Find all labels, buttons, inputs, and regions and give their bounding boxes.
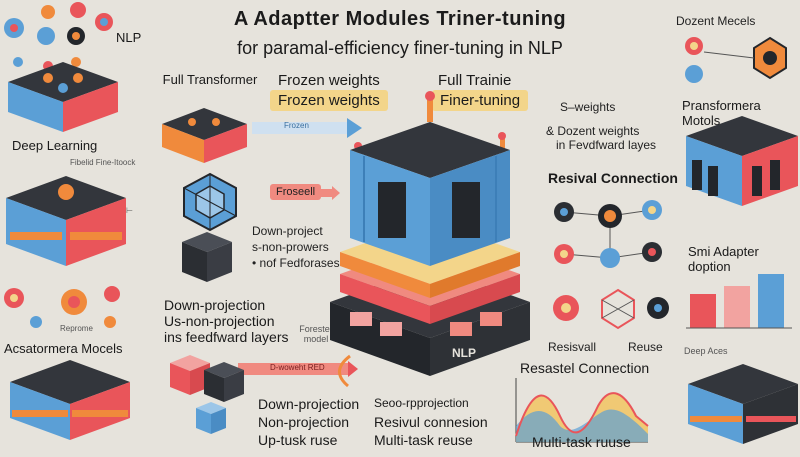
bottom-col1-item-2: Non-projection [258, 414, 350, 430]
frozen-weights-label-1: Frozen weights [278, 72, 380, 89]
frozen-weights-label-2: Frozen weights [270, 90, 388, 111]
cube-nlp-label: NLP [452, 346, 476, 360]
smi-adapter-label: Smi Adapter doption [688, 244, 759, 274]
us-non-projection-label: Us-non-projection [164, 313, 275, 329]
frozen-bar-label: D-woweht RED [270, 363, 325, 372]
hex-wireframe-icon [183, 172, 237, 232]
title-line-2: for paramal-efficiency finer-tuning in N… [237, 38, 563, 58]
title-line-1: A Adaptter Modules Triner-tuning [233, 8, 567, 30]
multi-task-label: Multi-task ruuse [532, 434, 631, 450]
small-cube-red [170, 355, 210, 395]
right-cube-1 [686, 116, 798, 206]
feedforward-layers-label: in Fevdfward layes [556, 138, 657, 152]
frosell-pill: Froseell [270, 184, 322, 200]
resisvall-label: Resisvall [548, 340, 597, 354]
small-cube-dark [204, 362, 244, 402]
reuse-label: Reuse [628, 340, 663, 354]
deep-learning-label: Deep Learning [12, 138, 98, 153]
non-prowers-label: s-non-prowers [252, 240, 329, 254]
full-trainie-label: Full Trainie [438, 72, 512, 89]
dozent-weights-label: & Dozent weights [546, 124, 640, 138]
finer-tuning-label: Finer-tuning [432, 90, 529, 111]
residual-connection-label: Resival Connection [548, 170, 678, 186]
down-projection-label: Down-projection [164, 297, 266, 313]
frozen-bar-arrow [238, 361, 358, 377]
transformers-models-label: Acsatormera Mocels [4, 341, 123, 356]
bottom-col2-item-1: Seoo-rpprojection [374, 396, 469, 410]
left-cube-2 [6, 176, 126, 266]
dark-cube-icon [182, 232, 232, 282]
dozen-models-label: Dozent Mecels [676, 14, 756, 28]
frozen-arrow-label: Frozen [284, 121, 309, 130]
nlp-label: NLP [116, 30, 142, 45]
weights-label: S–weights [560, 100, 616, 114]
bottom-col2-item-3: Multi-task reuse [374, 432, 473, 448]
feedforases-label: • nof Fedforases [252, 256, 340, 270]
reprome-label: Reprome [60, 324, 93, 333]
wave-plot [515, 378, 649, 443]
small-cube-top [162, 108, 247, 163]
adapter-bar-chart [686, 274, 792, 329]
small-cube-blue [196, 402, 226, 434]
residual-node-diagram [554, 200, 662, 268]
decor-circles-top-left [4, 2, 113, 71]
frosell-arrow [320, 186, 340, 200]
fine-block-label: Fibelid Fine-Itoock [70, 158, 136, 167]
left-cube-1 [8, 62, 118, 132]
decor-circles-left-mid [4, 286, 120, 328]
forester-model-label: Forester model [299, 324, 333, 344]
bottom-col2-item-2: Resivul connesion [374, 414, 488, 430]
central-cube-stack [330, 91, 530, 388]
left-cube-3 [10, 360, 130, 440]
tick-mark: ⊢ [126, 206, 133, 215]
transformers-motols-label: Pransformera Motols [682, 98, 761, 128]
frozen-arrow [252, 118, 362, 138]
full-transformer-label: Full Transformer [162, 72, 258, 87]
deep-acc-label: Deep Aces [684, 346, 728, 356]
right-cube-2 [688, 364, 798, 444]
residual-node-diagram-2 [553, 288, 669, 330]
decor-hex-top-right [685, 36, 787, 83]
bottom-col1-item-3: Up-tusk ruse [258, 432, 338, 448]
ins-feedfward-label: ins feedfward layers [164, 329, 289, 345]
resastel-connection-label: Resastel Connection [520, 360, 650, 376]
bottom-col1-item-1: Down-projection [258, 396, 360, 412]
down-project-label: Down-project [252, 224, 323, 238]
